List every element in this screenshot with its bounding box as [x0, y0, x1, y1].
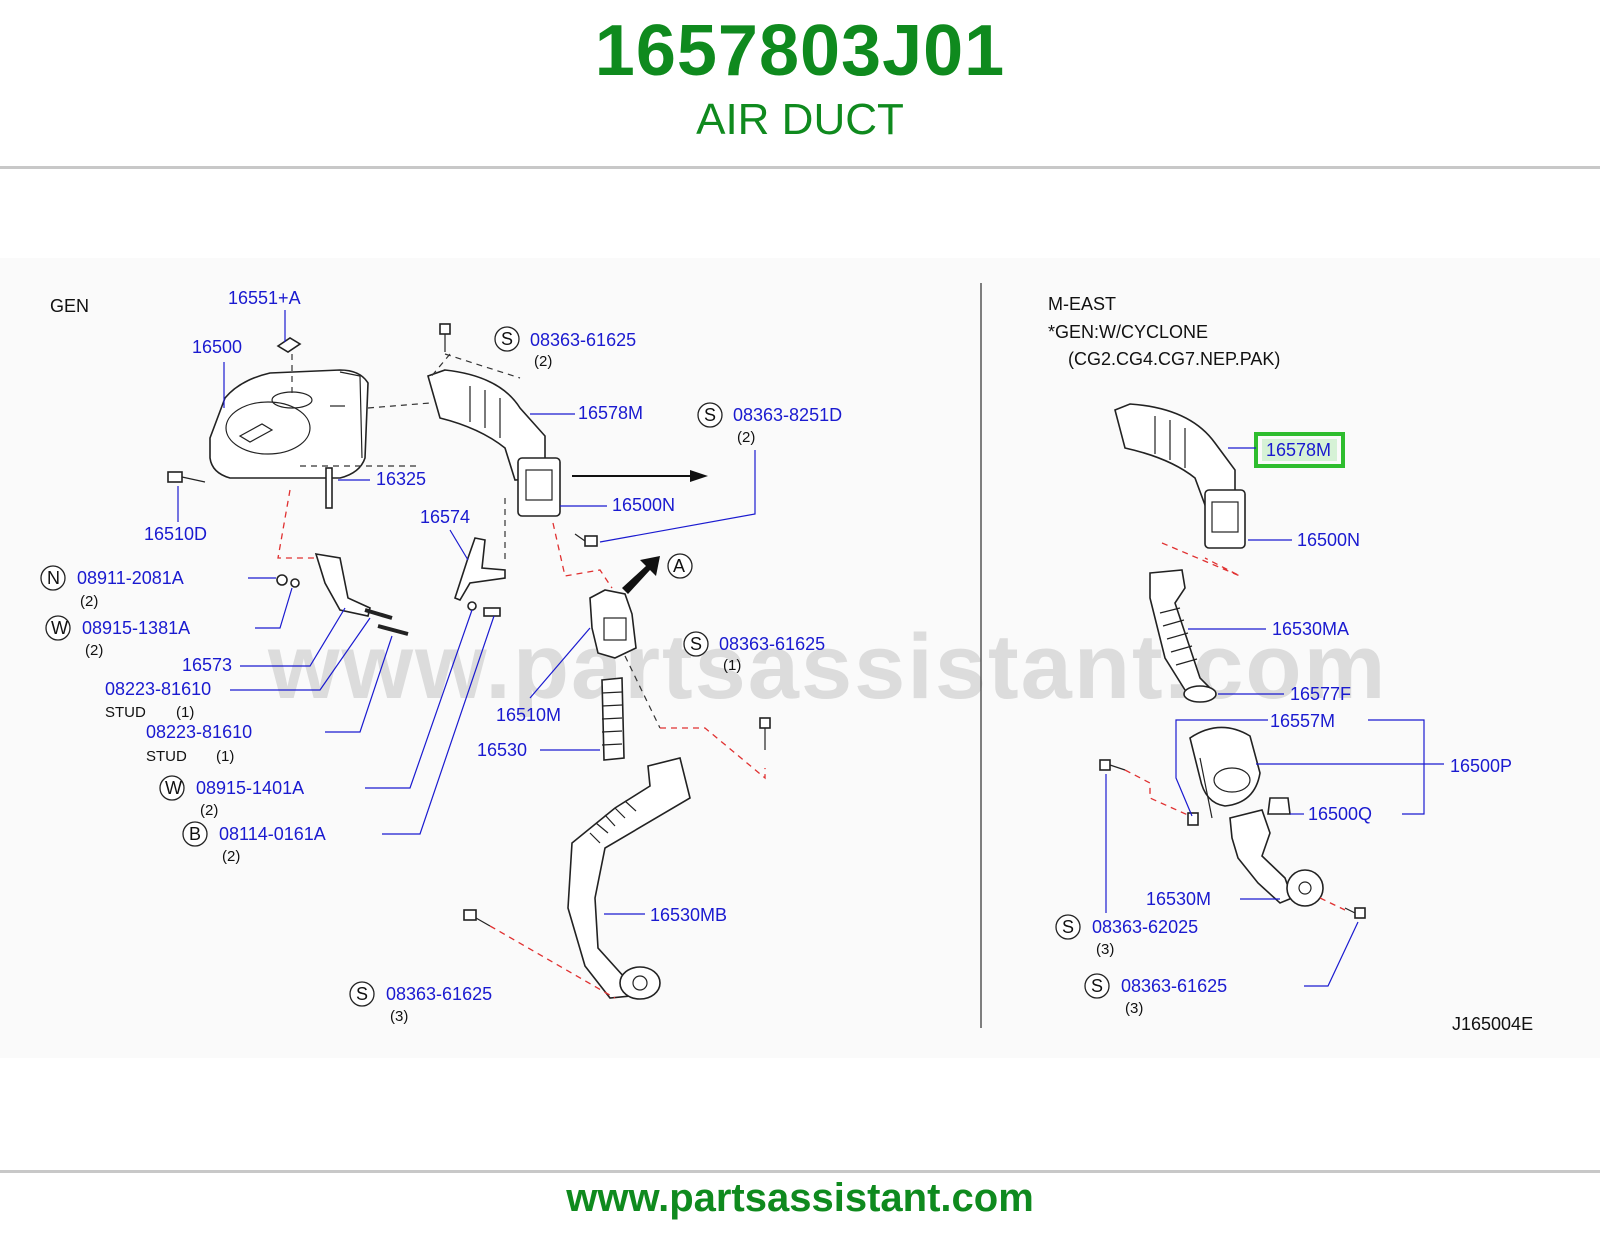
- label-16577f: 16577F: [1290, 684, 1351, 704]
- nut-washer: [276, 574, 300, 588]
- bracket-16574: [454, 537, 506, 601]
- washer-bolt-bracket: [467, 601, 501, 617]
- cap-16500q: [1267, 797, 1291, 815]
- diagram-text: (1): [723, 657, 741, 674]
- label-08223-81610-b: 08223-81610: [146, 722, 252, 742]
- section-title-gen: GEN: [50, 296, 89, 316]
- label-16573: 16573: [182, 655, 232, 675]
- label-16500p: 16500P: [1450, 756, 1512, 776]
- label-08911-2081a: 08911-2081A: [77, 568, 184, 588]
- diagram-text: W: [51, 618, 68, 638]
- part-name-subtitle: AIR DUCT: [696, 95, 904, 144]
- diagram-text: S: [501, 329, 513, 349]
- diagram-text: (1): [176, 704, 194, 721]
- diagram-text: S: [1062, 917, 1074, 937]
- figure-code: J165004E: [1452, 1014, 1533, 1034]
- hose-16530ma: [1149, 569, 1212, 700]
- cyclone-16500p: [1189, 726, 1261, 819]
- resonator-duct-16578m: [427, 369, 561, 517]
- label-16500n-right: 16500N: [1297, 530, 1360, 550]
- label-08363-8251d: 08363-8251D: [733, 405, 842, 425]
- label-08915-1381a: 08915-1381A: [82, 618, 190, 638]
- label-16551a: 16551+A: [228, 288, 301, 308]
- label-08223-81610-a: 08223-81610: [105, 679, 211, 699]
- diagram-text: (3): [1096, 941, 1114, 958]
- diagram-text: (2): [80, 593, 98, 610]
- bracket-16573: [314, 552, 371, 617]
- diagram-text: A: [673, 556, 685, 576]
- bolt-right-lower: [1344, 907, 1366, 919]
- reference-a-arrow: A: [622, 553, 693, 594]
- label-16510m: 16510M: [496, 705, 561, 725]
- label-08915-1401a: 08915-1401A: [196, 778, 304, 798]
- diagram-text: (3): [1125, 1000, 1143, 1017]
- section-title-cyclone: *GEN:W/CYCLONE: [1048, 322, 1208, 342]
- duct-16530mb: [567, 757, 691, 1000]
- label-16500q: 16500Q: [1308, 804, 1372, 824]
- label-16530mb: 16530MB: [650, 905, 727, 925]
- footer-divider: [0, 1170, 1600, 1173]
- footer-url[interactable]: www.partsassistant.com: [566, 1176, 1034, 1220]
- label-16510d: 16510D: [144, 524, 207, 544]
- watermark: www.partsassistant.com: [267, 616, 1387, 718]
- diagram-text: S: [1091, 976, 1103, 996]
- diagram-text: STUD: [105, 704, 146, 721]
- parts-diagram: www.partsassistant.com GEN: [0, 258, 1600, 1058]
- label-16578m: 16578M: [578, 403, 643, 423]
- diagram-text: S: [704, 405, 716, 425]
- pin-16325: [325, 467, 333, 509]
- diagram-text: STUD: [146, 748, 187, 765]
- bolt-right-upper: [1099, 759, 1126, 771]
- label-08114-0161a: 08114-0161A: [219, 824, 326, 844]
- nut-right: [1187, 812, 1199, 826]
- diagram-text: N: [47, 568, 60, 588]
- diagram-text: W: [165, 778, 182, 798]
- label-16500n: 16500N: [612, 495, 675, 515]
- label-08363-61625-d: 08363-61625: [1121, 976, 1227, 996]
- housing-cap-clip: [276, 337, 302, 353]
- direction-arrow: [572, 470, 708, 482]
- diagram-text: S: [356, 984, 368, 1004]
- label-16325: 16325: [376, 469, 426, 489]
- diagram-text: (2): [200, 802, 218, 819]
- air-cleaner-housing: [209, 369, 369, 479]
- bolt-bottom-left: [463, 909, 491, 927]
- diagram-text: S: [690, 634, 702, 654]
- label-16530ma: 16530MA: [1272, 619, 1349, 639]
- duct-16530m: [1229, 809, 1324, 907]
- parts-diagram-svg: www.partsassistant.com GEN: [40, 283, 1533, 1034]
- section-title-m-east: M-EAST: [1048, 294, 1116, 314]
- part-number-title: 1657803J01: [594, 11, 1006, 91]
- label-16500: 16500: [192, 337, 242, 357]
- highlight-fill: [1262, 439, 1337, 461]
- label-08363-61625-c: 08363-61625: [386, 984, 492, 1004]
- label-16530: 16530: [477, 740, 527, 760]
- section-title-models: (CG2.CG4.CG7.NEP.PAK): [1068, 349, 1280, 369]
- sensor-16510m: [589, 589, 637, 659]
- bolt-16500n: [574, 533, 598, 547]
- clamp-16577f: [1183, 685, 1217, 703]
- studs: [364, 608, 409, 636]
- bolt-duct: [759, 717, 771, 750]
- header-divider: [0, 166, 1600, 169]
- label-16574: 16574: [420, 507, 470, 527]
- label-16530m: 16530M: [1146, 889, 1211, 909]
- resonator-duct-16578m-right: [1114, 403, 1246, 549]
- label-16557m: 16557M: [1270, 711, 1335, 731]
- highlight-box: [1254, 432, 1345, 468]
- diagram-text: (2): [737, 429, 755, 446]
- diagram-text: (2): [534, 353, 552, 370]
- diagram-text: B: [189, 824, 201, 844]
- bolt-16510d: [167, 471, 206, 483]
- label-08363-61625-a: 08363-61625: [530, 330, 636, 350]
- diagram-text: (2): [85, 642, 103, 659]
- label-16578m-right-highlighted[interactable]: 16578M: [1266, 440, 1331, 460]
- diagram-text: (2): [222, 848, 240, 865]
- bolt-top: [439, 323, 451, 352]
- diagram-text: (3): [390, 1008, 408, 1025]
- label-08363-61625-b: 08363-61625: [719, 634, 825, 654]
- label-08363-62025: 08363-62025: [1092, 917, 1198, 937]
- diagram-text: (1): [216, 748, 234, 765]
- hose-16530: [601, 677, 625, 761]
